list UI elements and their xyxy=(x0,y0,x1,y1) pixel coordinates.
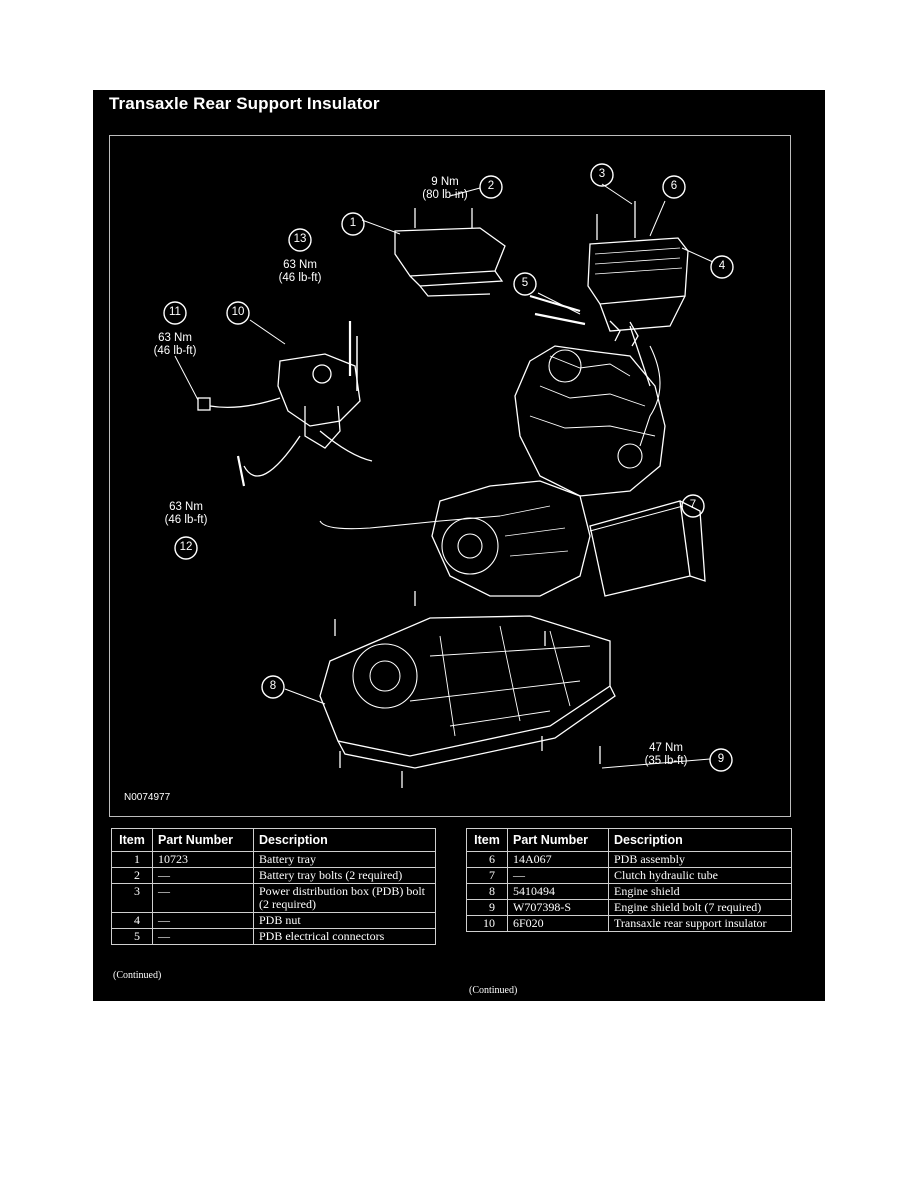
callout-10: 10 xyxy=(231,306,245,318)
cell-item: 4 xyxy=(111,912,153,929)
callout-1: 1 xyxy=(349,217,357,229)
continued-note-right: (Continued) xyxy=(469,985,518,996)
torque-nm: 9 Nm xyxy=(431,176,459,188)
cell-part-number: 14A067 xyxy=(507,851,609,868)
table-row: 7 — Clutch hydraulic tube xyxy=(466,867,792,884)
cell-part-number: W707398-S xyxy=(507,899,609,916)
table-row: 6 14A067 PDB assembly xyxy=(466,851,792,868)
header-item: Item xyxy=(466,828,508,852)
insulator-shape xyxy=(277,353,361,427)
cell-description: PDB electrical connectors xyxy=(253,928,436,945)
table-row: 1 10723 Battery tray xyxy=(111,851,436,868)
table-row: 2 — Battery tray bolts (2 required) xyxy=(111,867,436,884)
torque-imperial: (46 lb-ft) xyxy=(164,514,208,526)
callout-5: 5 xyxy=(521,277,529,289)
transaxle-shape xyxy=(431,480,591,597)
figure-illustration xyxy=(163,163,734,788)
cell-description: Battery tray bolts (2 required) xyxy=(253,867,436,884)
cell-item: 2 xyxy=(111,867,153,884)
torque-label-item11: 63 Nm (46 lb-ft) xyxy=(130,332,220,358)
header-part-number: Part Number xyxy=(507,828,609,852)
table-row: 10 6F020 Transaxle rear support insulato… xyxy=(466,915,792,932)
cell-item: 5 xyxy=(111,928,153,945)
torque-imperial: (46 lb-ft) xyxy=(278,272,322,284)
cell-part-number: 10723 xyxy=(152,851,254,868)
parts-table-left: Item Part Number Description 1 10723 Bat… xyxy=(111,828,436,945)
cell-description: Clutch hydraulic tube xyxy=(608,867,792,884)
torque-nm: 63 Nm xyxy=(158,332,192,344)
header-part-number: Part Number xyxy=(152,828,254,852)
torque-label-item12: 63 Nm (46 lb-ft) xyxy=(141,501,231,527)
table-row: 8 5410494 Engine shield xyxy=(466,883,792,900)
cell-part-number: — xyxy=(152,928,254,945)
continued-note-left: (Continued) xyxy=(113,970,162,981)
header-description: Description xyxy=(608,828,792,852)
page-title: Transaxle Rear Support Insulator xyxy=(109,94,380,113)
clutch-tube-shape xyxy=(319,515,501,530)
cell-part-number: 6F020 xyxy=(507,915,609,932)
torque-imperial: (35 lb-ft) xyxy=(644,755,688,767)
header-description: Description xyxy=(253,828,436,852)
battery-tray-shape xyxy=(394,227,506,277)
cell-item: 1 xyxy=(111,851,153,868)
cell-part-number: — xyxy=(152,912,254,929)
cell-description: Battery tray xyxy=(253,851,436,868)
cell-description: PDB assembly xyxy=(608,851,792,868)
callout-8: 8 xyxy=(269,680,277,692)
parts-table-right: Item Part Number Description 6 14A067 PD… xyxy=(466,828,792,932)
callout-6: 6 xyxy=(670,180,678,192)
cell-item: 8 xyxy=(466,883,508,900)
cell-part-number: — xyxy=(152,883,254,913)
callout-4: 4 xyxy=(718,260,726,272)
callout-3: 3 xyxy=(598,168,606,180)
cell-part-number: — xyxy=(507,867,609,884)
table-row: 5 — PDB electrical connectors xyxy=(111,928,436,945)
cell-item: 7 xyxy=(466,867,508,884)
cell-item: 3 xyxy=(111,883,153,913)
cell-part-number: 5410494 xyxy=(507,883,609,900)
cell-description: PDB nut xyxy=(253,912,436,929)
figure-code: N0074977 xyxy=(124,792,171,803)
document-panel: Transaxle Rear Support Insulator xyxy=(93,90,825,1001)
torque-label-item9: 47 Nm (35 lb-ft) xyxy=(621,742,711,768)
engine-shield-shape xyxy=(319,615,611,757)
callout-9: 9 xyxy=(717,753,725,765)
table-row: 3 — Power distribution box (PDB) bolt (2… xyxy=(111,883,436,913)
cell-part-number: — xyxy=(152,867,254,884)
callout-2: 2 xyxy=(487,180,495,192)
callout-13: 13 xyxy=(293,233,307,245)
frame-rail-shape xyxy=(589,500,691,597)
table-row: 4 — PDB nut xyxy=(111,912,436,929)
torque-nm: 63 Nm xyxy=(283,259,317,271)
engine-block-shape xyxy=(514,345,666,497)
cell-item: 10 xyxy=(466,915,508,932)
torque-nm: 47 Nm xyxy=(649,742,683,754)
callout-11: 11 xyxy=(169,306,181,318)
cell-item: 6 xyxy=(466,851,508,868)
torque-label-item13: 63 Nm (46 lb-ft) xyxy=(255,259,345,285)
callout-12: 12 xyxy=(179,541,193,553)
torque-nm: 63 Nm xyxy=(169,501,203,513)
cell-item: 9 xyxy=(466,899,508,916)
cell-description: Engine shield xyxy=(608,883,792,900)
header-item: Item xyxy=(111,828,153,852)
cell-description: Power distribution box (PDB) bolt (2 req… xyxy=(253,883,436,913)
cell-description: Transaxle rear support insulator xyxy=(608,915,792,932)
table-row: 9 W707398-S Engine shield bolt (7 requir… xyxy=(466,899,792,916)
torque-imperial: (80 lb-in) xyxy=(422,189,468,201)
torque-imperial: (46 lb-ft) xyxy=(153,345,197,357)
cell-description: Engine shield bolt (7 required) xyxy=(608,899,792,916)
torque-label-item2: 9 Nm (80 lb-in) xyxy=(400,176,490,202)
callout-7: 7 xyxy=(689,499,697,511)
exploded-view-figure: 1 2 3 4 5 6 7 8 9 10 11 12 13 9 Nm (80 l… xyxy=(109,135,791,817)
